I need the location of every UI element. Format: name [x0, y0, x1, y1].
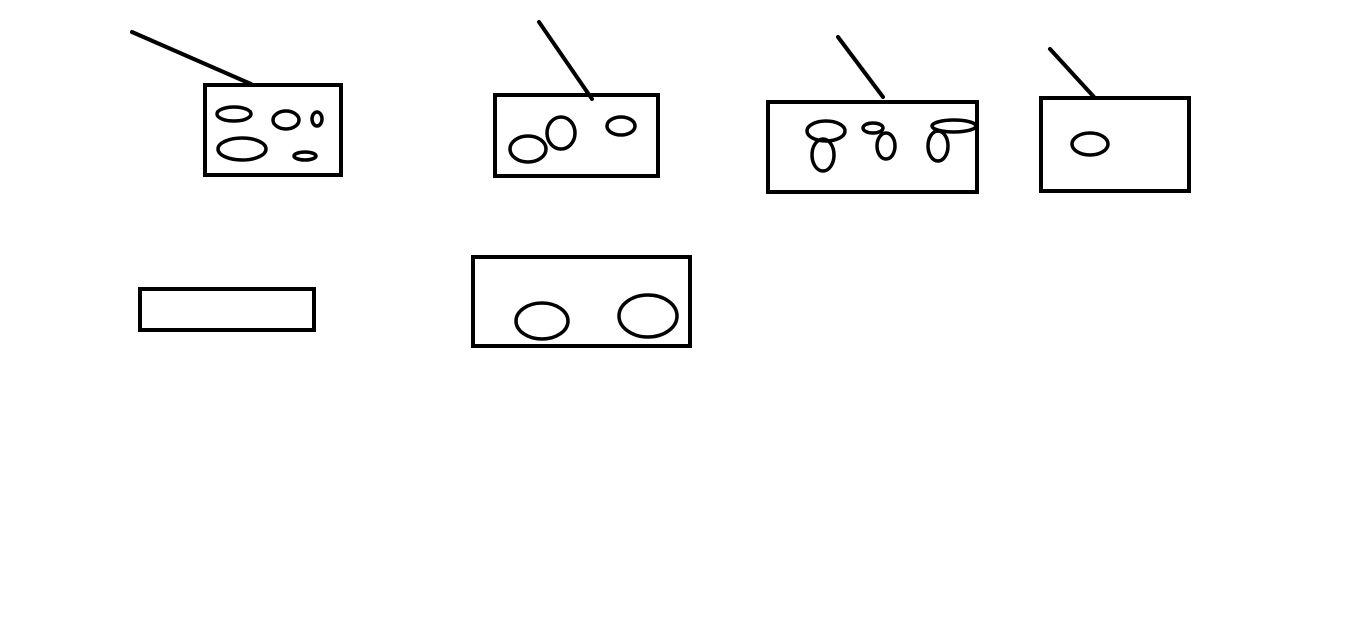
box-3-leader-line — [836, 35, 885, 99]
box-1 — [203, 83, 343, 177]
box-1-ellipse — [310, 110, 324, 128]
box-4 — [1039, 96, 1191, 193]
box-4-leader-line — [1048, 47, 1096, 99]
box-3-ellipse — [930, 118, 978, 134]
box-6 — [471, 255, 692, 348]
box-2-leader-line — [537, 20, 594, 101]
box-3-ellipse — [861, 121, 885, 135]
box-2-ellipse — [605, 115, 637, 137]
box-1-leader-line — [130, 30, 253, 86]
box-6-group — [471, 255, 692, 348]
box-1-group — [130, 30, 343, 177]
box-3-ellipse — [875, 131, 897, 161]
box-1-ellipse — [215, 105, 253, 123]
box-6-ellipse — [617, 293, 679, 339]
box-2-ellipse — [545, 115, 577, 151]
box-6-ellipse — [514, 301, 570, 341]
box-1-ellipse — [216, 136, 268, 162]
box-3-group — [766, 35, 979, 194]
box-2 — [493, 93, 660, 178]
box-5-group — [138, 287, 316, 332]
box-4-ellipse — [1070, 131, 1110, 157]
box-3-ellipse — [810, 137, 836, 173]
box-5 — [138, 287, 316, 332]
box-4-group — [1039, 47, 1191, 193]
box-1-ellipse — [292, 150, 318, 162]
box-3 — [766, 100, 979, 194]
box-2-group — [493, 20, 660, 178]
box-1-ellipse — [271, 109, 301, 131]
box-3-ellipse — [926, 129, 950, 163]
box-2-ellipse — [508, 134, 548, 164]
